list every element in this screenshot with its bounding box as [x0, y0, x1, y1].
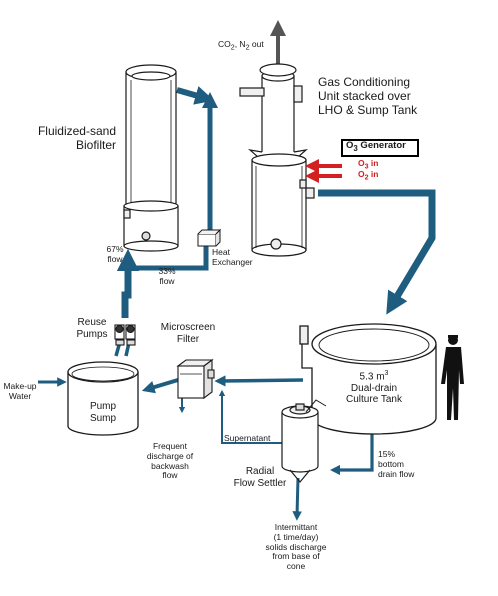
supernatant-label: Supernatant: [224, 433, 271, 443]
radial-flow-settler: [281, 399, 327, 483]
pipe-bottom-drain: [329, 430, 374, 476]
culture-tank: [299, 323, 437, 435]
flow-67-label: 67% flow: [106, 244, 124, 264]
bottom-drain-label: 15% bottom drain flow: [378, 449, 415, 479]
flow-33-label: 33% flow: [158, 266, 176, 286]
pipe-tank-to-microscreen: [214, 375, 304, 387]
pump-sump-label: Pump Sump: [89, 401, 117, 424]
pipe-microscreen-to-sump: [141, 378, 179, 394]
settler-label: Radial Flow Settler: [233, 466, 287, 489]
microscreen-filter: [176, 358, 215, 400]
biofilter-vessel: [123, 64, 179, 252]
gas-out-label: CO2, N2 out: [218, 39, 264, 52]
o2-in-label: O2 in: [358, 169, 379, 182]
reuse-pumps-label: Reuse Pumps: [76, 317, 108, 340]
pipe-solids-discharge: [292, 477, 302, 521]
pump-sump-tank: [67, 361, 139, 436]
pipe-sump-to-culture-tank: [318, 189, 436, 315]
gas-conditioning-unit: [239, 63, 308, 161]
o3-generator-label: O3 Generator: [346, 140, 406, 153]
pipe-supernatant: [218, 389, 284, 455]
sump-tank: [251, 153, 315, 257]
biofilter-label: Fluidized-sand Biofilter: [37, 124, 116, 152]
pipe-biofilter-to-gas-unit: [176, 86, 215, 105]
backwash-label: Frequent discharge of backwash flow: [146, 441, 194, 481]
makeup-water-label: Make-up Water: [3, 381, 37, 401]
heat-exchanger: [197, 228, 222, 247]
pipe-heat-exchanger-branch: [130, 245, 209, 271]
heat-exchanger-label: Heat Exchanger: [212, 247, 253, 267]
gas-conditioning-label: Gas Conditioning Unit stacked over LHO &…: [318, 75, 418, 117]
culture-tank-label: 5.3 m3 Dual-drain Culture Tank: [346, 370, 402, 406]
person-silhouette: [441, 335, 464, 420]
o3-generator-box: [341, 139, 419, 157]
pipe-pump-to-biofilter: [116, 248, 140, 318]
solids-discharge-label: Intermittant (1 time/day) solids dischar…: [265, 522, 327, 572]
microscreen-label: Microscreen Filter: [160, 322, 216, 345]
o3-in-label: O3 in: [358, 158, 379, 171]
reuse-pumps: [114, 324, 136, 346]
